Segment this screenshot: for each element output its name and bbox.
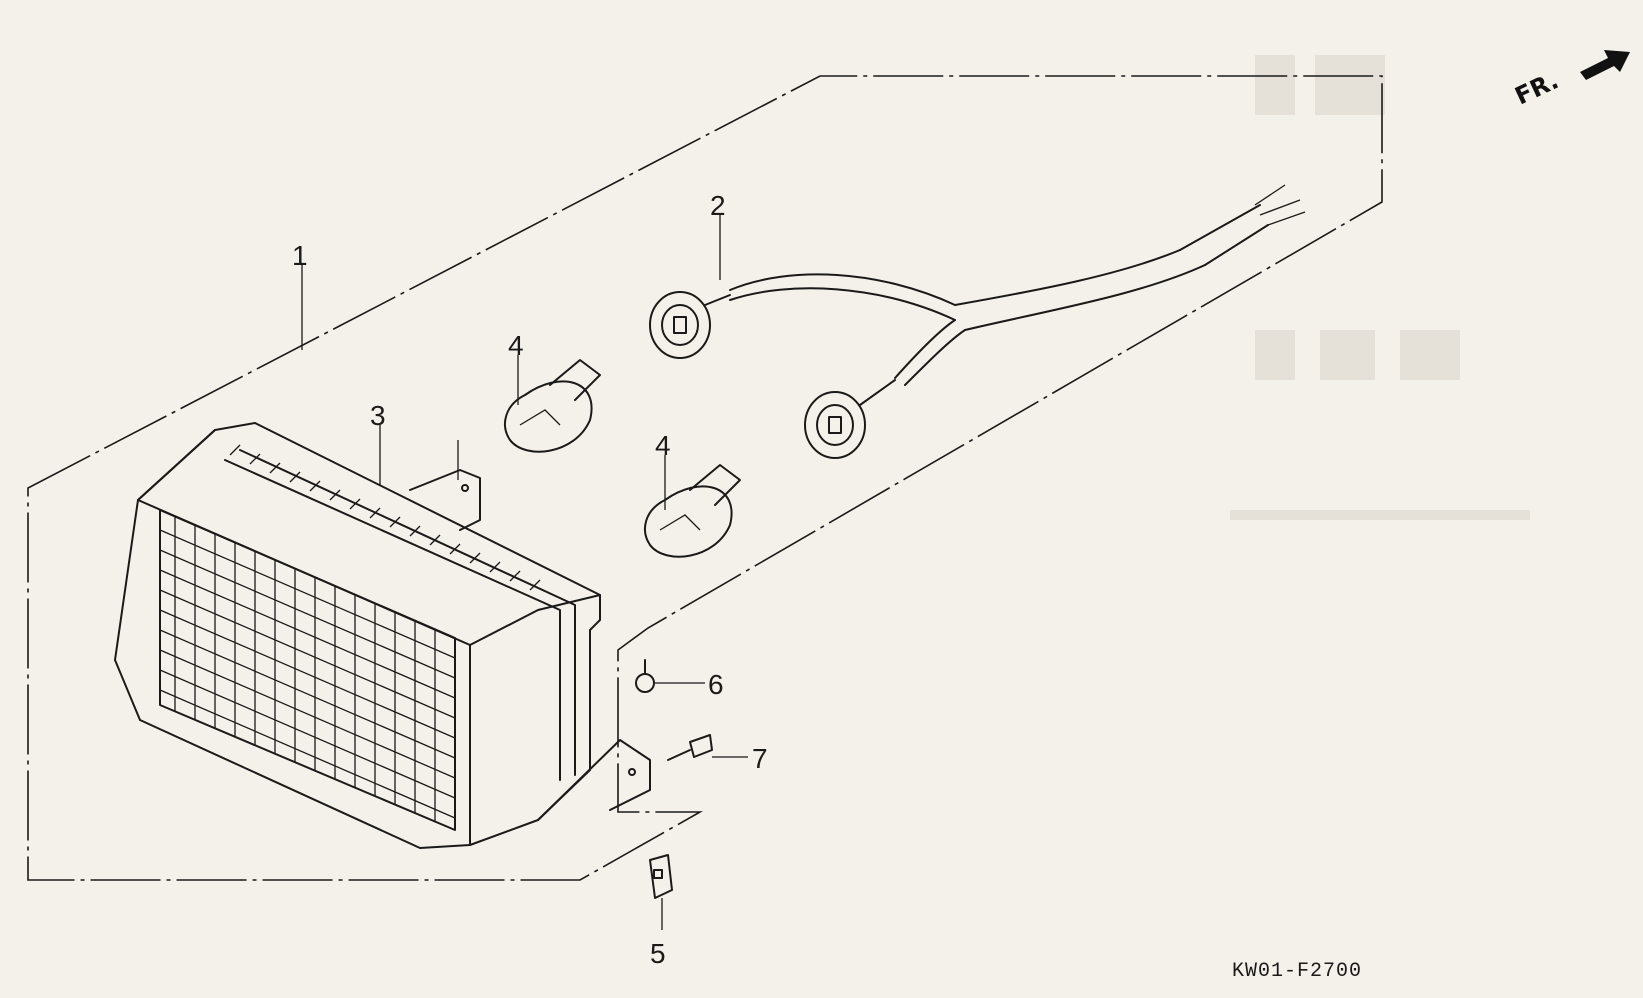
part-grommet	[635, 659, 655, 693]
callout-3: 3	[370, 400, 386, 431]
callout-7: 7	[752, 743, 768, 774]
front-direction-label: FR.	[1511, 66, 1563, 110]
callout-1: 1	[292, 240, 308, 271]
callout-4-upper: 4	[508, 330, 524, 361]
part-bulb-upper	[504, 359, 601, 453]
leader-lines	[301, 215, 748, 930]
part-bulb-lower	[644, 464, 741, 558]
callout-5: 5	[650, 938, 666, 969]
drawing-code: KW01-F2700	[1232, 960, 1362, 983]
part-screw	[667, 734, 713, 761]
callout-6: 6	[708, 669, 724, 700]
part-taillight-lens	[114, 422, 651, 849]
assembly-boundary-dashed	[27, 75, 1383, 881]
front-arrow-icon	[1580, 50, 1630, 80]
front-direction-indicator: FR.	[1511, 50, 1630, 110]
callout-2: 2	[710, 190, 726, 221]
paper-bleed-through	[1230, 55, 1530, 520]
part-clip-nut	[649, 854, 673, 899]
part-socket-harness	[649, 184, 1306, 459]
callout-4-lower: 4	[655, 430, 671, 461]
lens-grid	[159, 516, 456, 821]
